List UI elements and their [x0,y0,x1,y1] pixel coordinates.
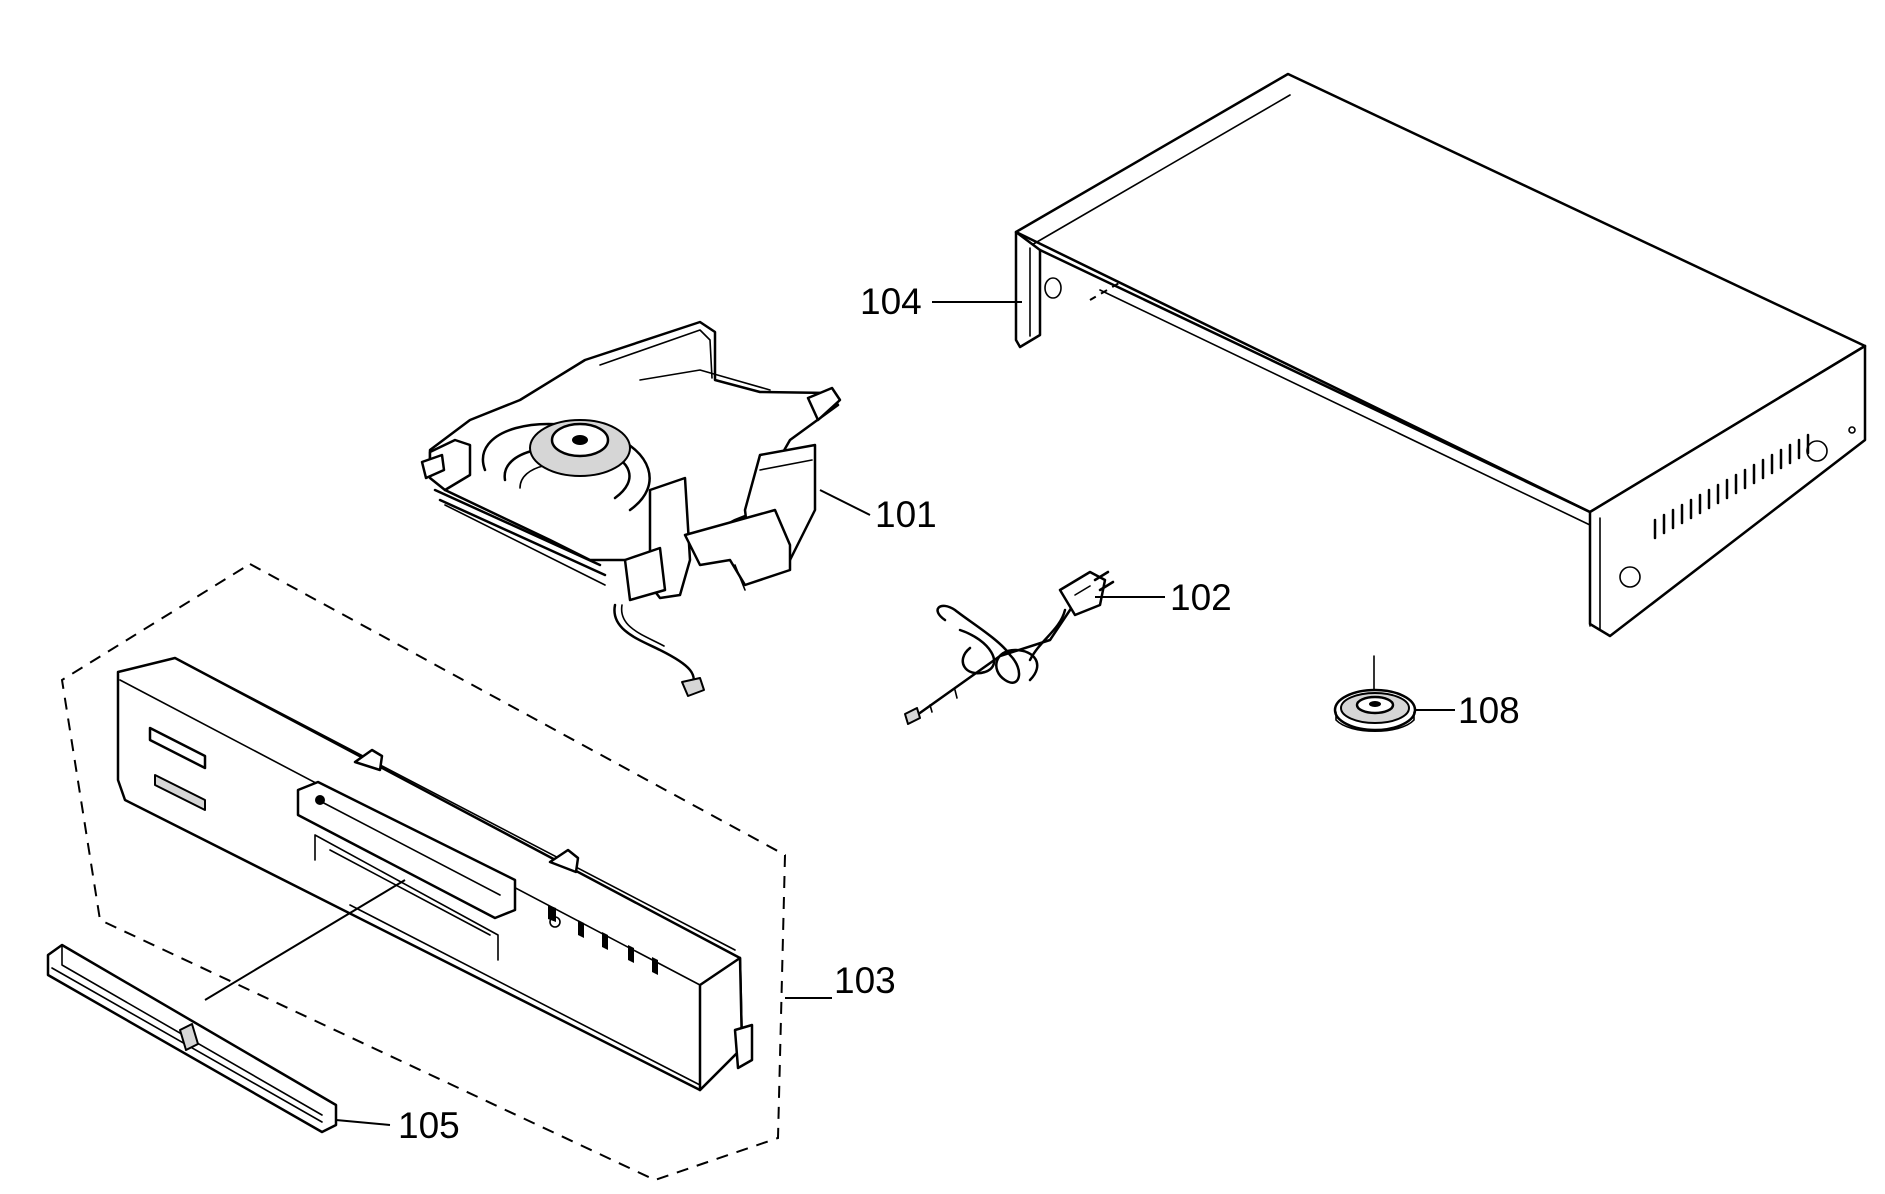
part-103-front-panel [60,562,787,1182]
label-101: 101 [875,494,937,535]
part-labels: 104 101 102 108 103 105 [398,281,1520,1146]
part-105-door [46,879,406,1134]
label-108: 108 [1458,690,1520,731]
leader-lines [335,301,1455,1126]
leader-105 [335,1119,391,1126]
label-104: 104 [860,281,922,322]
label-102: 102 [1170,577,1232,618]
part-108-foot [1333,655,1417,733]
label-105: 105 [398,1105,460,1146]
vent-slots [1653,433,1810,540]
leader-101 [819,489,871,516]
part-101-dvd-loader [420,320,842,697]
part-104-top-cover [1014,72,1867,638]
part-102-power-cord [904,570,1115,725]
label-103: 103 [834,960,896,1001]
